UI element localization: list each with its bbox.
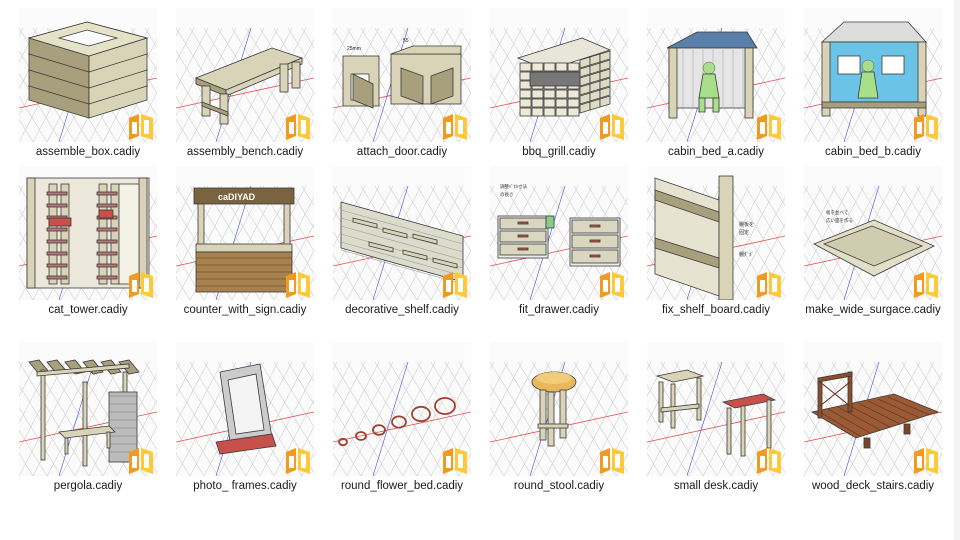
cadiy-logo-icon [600, 114, 624, 140]
file-tile[interactable]: 棚板を固定棚ﾀﾞﾎﾞ fix_shelf_board.cadiy [641, 166, 791, 318]
file-name-label: bbq_grill.cadiy [522, 146, 596, 158]
cadiy-logo-icon [129, 272, 153, 298]
file-name-label: pergola.cadiy [53, 480, 123, 492]
svg-text:棚ﾀﾞﾎﾞ: 棚ﾀﾞﾎﾞ [739, 251, 754, 258]
model-preview-image [176, 8, 314, 142]
file-thumbnail[interactable]: 棚板を固定棚ﾀﾞﾎﾞ [647, 166, 785, 300]
file-tile[interactable]: caDIYAD counter_with_sign.cadiy [170, 166, 320, 318]
file-name-label: cabin_bed_a.cadiy [668, 146, 764, 158]
file-thumbnail[interactable] [804, 342, 942, 476]
file-tile[interactable]: cabin_bed_a.cadiy [641, 8, 791, 160]
file-name-label: cabin_bed_b.cadiy [825, 146, 921, 158]
file-name-label: small desk.cadiy [673, 480, 759, 492]
file-thumbnail[interactable] [333, 342, 471, 476]
model-preview-image [176, 342, 314, 476]
file-name-label: attach_door.cadiy [356, 146, 448, 158]
file-tile[interactable]: 調整ﾊﾟﾈﾙ寸法の長さ fit_drawer.cadiy [484, 166, 634, 318]
cadiy-logo-icon [129, 448, 153, 474]
cadiy-logo-icon [443, 114, 467, 140]
cadiy-logo-icon [757, 272, 781, 298]
svg-text:固定: 固定 [739, 229, 749, 236]
model-preview-image: 25mm 55 [333, 8, 471, 142]
model-preview-image [333, 166, 471, 300]
file-name-label: round_flower_bed.cadiy [340, 480, 464, 492]
cadiy-logo-icon [600, 272, 624, 298]
file-thumbnail[interactable] [19, 166, 157, 300]
file-thumbnail[interactable] [647, 8, 785, 142]
file-tile[interactable]: bbq_grill.cadiy [484, 8, 634, 160]
scrollbar-track[interactable] [954, 0, 960, 540]
file-tile[interactable]: photo_ frames.cadiy [170, 342, 320, 494]
file-thumbnail[interactable]: 板を並べて広い面を作る [804, 166, 942, 300]
cadiy-logo-icon [129, 114, 153, 140]
file-name-label: wood_deck_stairs.cadiy [811, 480, 935, 492]
cadiy-logo-icon [757, 448, 781, 474]
file-name-label: decorative_shelf.cadiy [345, 304, 459, 316]
file-name-label: fit_drawer.cadiy [519, 304, 599, 316]
cadiy-logo-icon [443, 272, 467, 298]
file-tile[interactable]: wood_deck_stairs.cadiy [798, 342, 948, 494]
file-name-label: round_stool.cadiy [513, 480, 605, 492]
file-thumbnail[interactable]: caDIYAD [176, 166, 314, 300]
file-thumbnail[interactable] [333, 166, 471, 300]
file-thumbnail[interactable] [19, 8, 157, 142]
svg-text:の長さ: の長さ [500, 191, 514, 198]
file-thumbnail[interactable] [804, 8, 942, 142]
file-tile[interactable]: assembly_bench.cadiy [170, 8, 320, 160]
file-name-label: make_wide_surgace.cadiy [805, 304, 941, 316]
file-name-label: assemble_box.cadiy [35, 146, 141, 158]
file-thumbnail[interactable]: 調整ﾊﾟﾈﾙ寸法の長さ [490, 166, 628, 300]
file-thumbnail[interactable] [176, 8, 314, 142]
cadiy-logo-icon [914, 272, 938, 298]
model-preview-image [19, 8, 157, 142]
file-tile[interactable]: 板を並べて広い面を作る make_wide_surgace.cadiy [798, 166, 948, 318]
model-preview-image [490, 342, 628, 476]
cadiy-logo-icon [914, 114, 938, 140]
file-thumbnail[interactable] [19, 342, 157, 476]
file-tile[interactable]: 25mm 55 attach_door.cadiy [327, 8, 477, 160]
cadiy-logo-icon [600, 448, 624, 474]
file-tile[interactable]: pergola.cadiy [13, 342, 163, 494]
file-thumbnail[interactable] [176, 342, 314, 476]
file-tile[interactable]: round_stool.cadiy [484, 342, 634, 494]
cadiy-logo-icon [757, 114, 781, 140]
model-preview-image [804, 8, 942, 142]
file-tile[interactable]: round_flower_bed.cadiy [327, 342, 477, 494]
file-thumbnail[interactable] [647, 342, 785, 476]
file-tile[interactable]: decorative_shelf.cadiy [327, 166, 477, 318]
cadiy-logo-icon [286, 114, 310, 140]
svg-text:caDIYAD: caDIYAD [218, 192, 256, 202]
svg-text:広い面を作る: 広い面を作る [826, 217, 853, 224]
file-thumbnail[interactable] [490, 8, 628, 142]
file-thumbnail[interactable] [490, 342, 628, 476]
file-name-label: cat_tower.cadiy [48, 304, 128, 316]
svg-text:板を並べて: 板を並べて [826, 209, 848, 216]
file-name-label: photo_ frames.cadiy [193, 480, 297, 492]
cadiy-logo-icon [286, 448, 310, 474]
model-preview-image [804, 342, 942, 476]
file-name-label: fix_shelf_board.cadiy [661, 304, 771, 316]
file-tile[interactable]: assemble_box.cadiy [13, 8, 163, 160]
file-tile[interactable]: cabin_bed_b.cadiy [798, 8, 948, 160]
file-name-label: assembly_bench.cadiy [186, 146, 304, 158]
cadiy-logo-icon [914, 448, 938, 474]
cadiy-logo-icon [286, 272, 310, 298]
file-tile[interactable]: cat_tower.cadiy [13, 166, 163, 318]
svg-text:調整ﾊﾟﾈﾙ寸法: 調整ﾊﾟﾈﾙ寸法 [500, 183, 527, 190]
svg-text:55: 55 [403, 38, 409, 44]
file-tile[interactable]: small desk.cadiy [641, 342, 791, 494]
svg-text:25mm: 25mm [347, 46, 361, 52]
svg-text:棚板を: 棚板を [739, 221, 754, 228]
file-name-label: counter_with_sign.cadiy [183, 304, 307, 316]
cadiy-logo-icon [443, 448, 467, 474]
file-thumbnail[interactable]: 25mm 55 [333, 8, 471, 142]
